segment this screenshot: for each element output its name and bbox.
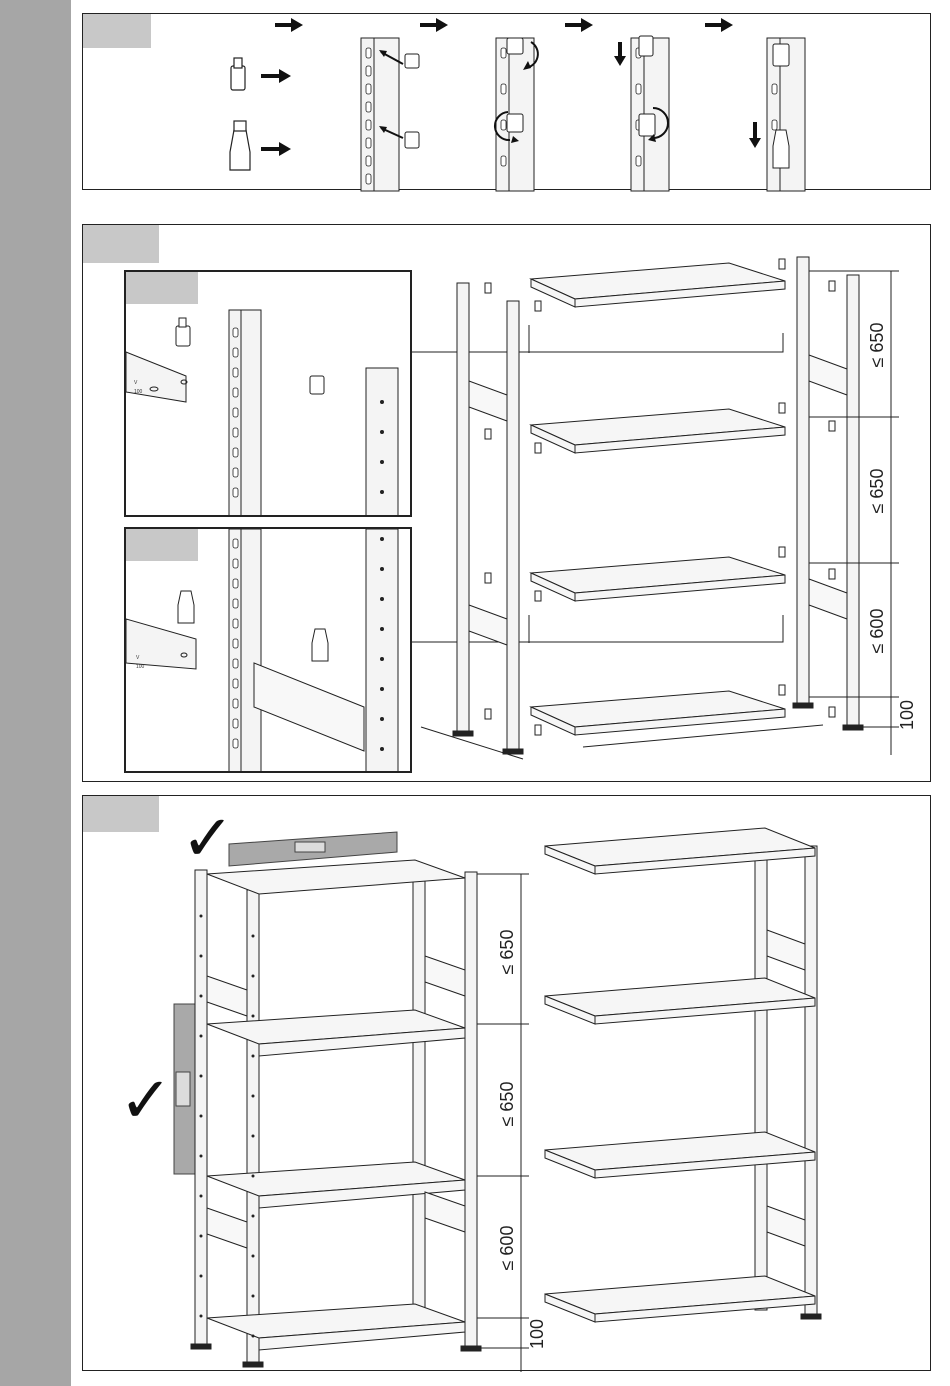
clip-part-small	[405, 54, 419, 148]
step-panel-leveling: ✓ ✓	[82, 795, 931, 1371]
dimension-floor: 100	[897, 700, 917, 730]
shelf-panel	[531, 263, 785, 307]
clip-part-small	[485, 259, 835, 735]
dimension-floor: 100	[527, 1319, 547, 1349]
cross-brace	[207, 956, 465, 1248]
step-panel-assembly: V 100 V 10	[82, 224, 931, 782]
shelf-panel	[207, 860, 465, 1350]
dimension-middle: ≤ 650	[867, 469, 887, 514]
cross-brace	[809, 355, 847, 619]
upright-post	[797, 257, 859, 727]
check-mark-icon: ✓	[181, 802, 235, 876]
step-panel-clips	[82, 13, 931, 190]
upright-post	[195, 870, 477, 1364]
dimension-top: ≤ 650	[497, 930, 517, 975]
side-strip	[0, 0, 71, 1386]
clip-part-small	[773, 44, 789, 66]
upright-post	[361, 38, 399, 191]
shelf-panel	[531, 557, 785, 601]
dimension-middle: ≤ 650	[497, 1082, 517, 1127]
cross-brace	[767, 930, 805, 1246]
arrow-down-icon	[749, 122, 761, 148]
dimension-bottom: ≤ 600	[867, 609, 887, 654]
dimension-bottom: ≤ 600	[497, 1226, 517, 1271]
clip-part-large	[230, 121, 250, 170]
clip-part-small	[231, 58, 245, 90]
arrow-right-icon	[261, 69, 291, 83]
shelf-panel	[545, 828, 815, 1322]
clip-part-large	[773, 130, 789, 168]
shelf-panel	[531, 409, 785, 453]
clip-steps-illustration	[83, 14, 932, 191]
shelf-panel	[531, 691, 785, 735]
cross-brace	[469, 381, 507, 645]
arrow-right-icon	[261, 142, 291, 156]
sequence-arrow	[275, 18, 733, 32]
exploded-shelf-illustration: ≤ 650 ≤ 650 ≤ 600 100	[83, 225, 932, 783]
dimension-top: ≤ 650	[867, 323, 887, 368]
upright-post	[755, 846, 817, 1316]
arrow-down-icon	[614, 42, 626, 66]
assembled-shelf-illustration: ✓ ✓	[83, 796, 932, 1372]
upright-post	[457, 283, 519, 751]
check-mark-icon: ✓	[119, 1064, 173, 1138]
